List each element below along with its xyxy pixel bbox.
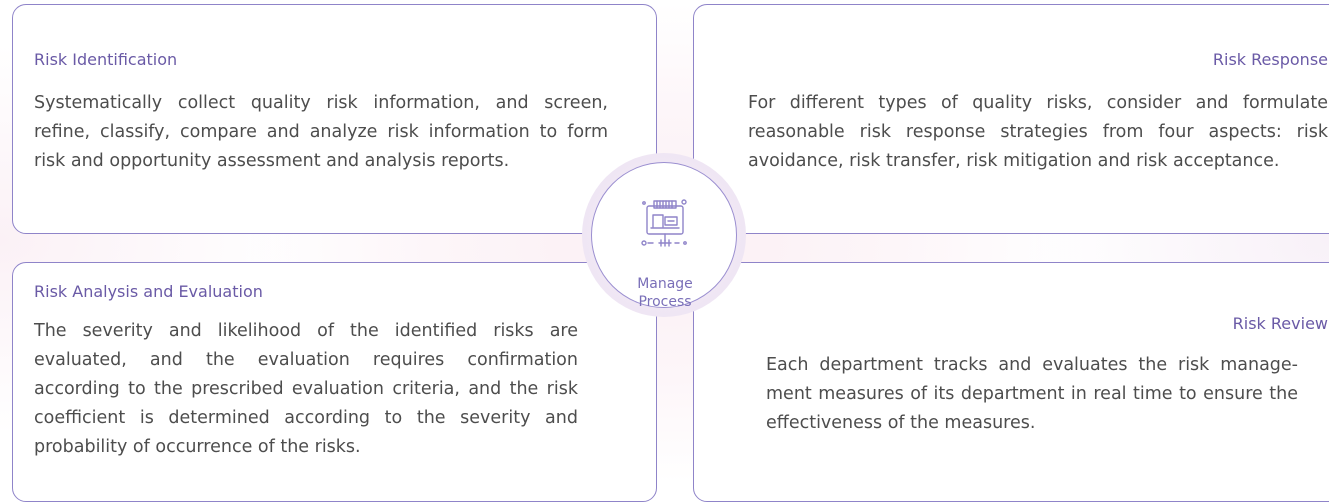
card-title: Risk Response <box>1212 50 1328 69</box>
card-risk-review: Risk Review Each department tracks and e… <box>693 262 1329 502</box>
card-risk-response: Risk Response For different types of qua… <box>693 4 1329 234</box>
card-text: For different types of quality risks, co… <box>748 93 1328 171</box>
hub-label: Manage Process <box>592 275 738 311</box>
hub-label-line1: Manage <box>637 276 693 292</box>
card-text: Each department tracks and evaluates the… <box>766 355 1298 433</box>
monitor-process-icon <box>641 199 687 247</box>
card-title: Risk Identification <box>34 50 178 69</box>
card-text: The severity and likelihood of the ident… <box>34 321 578 457</box>
card-title: Risk Review <box>1232 314 1328 333</box>
card-title: Risk Analysis and Evaluation <box>34 282 263 301</box>
hub-label-line2: Process <box>638 294 692 310</box>
card-risk-identification: Risk Identification Systematically colle… <box>12 4 657 234</box>
card-text: Systematically collect quality risk info… <box>34 93 608 171</box>
manage-process-hub: Manage Process <box>591 162 738 311</box>
card-risk-analysis-evaluation: Risk Analysis and Evaluation The severit… <box>12 262 657 502</box>
